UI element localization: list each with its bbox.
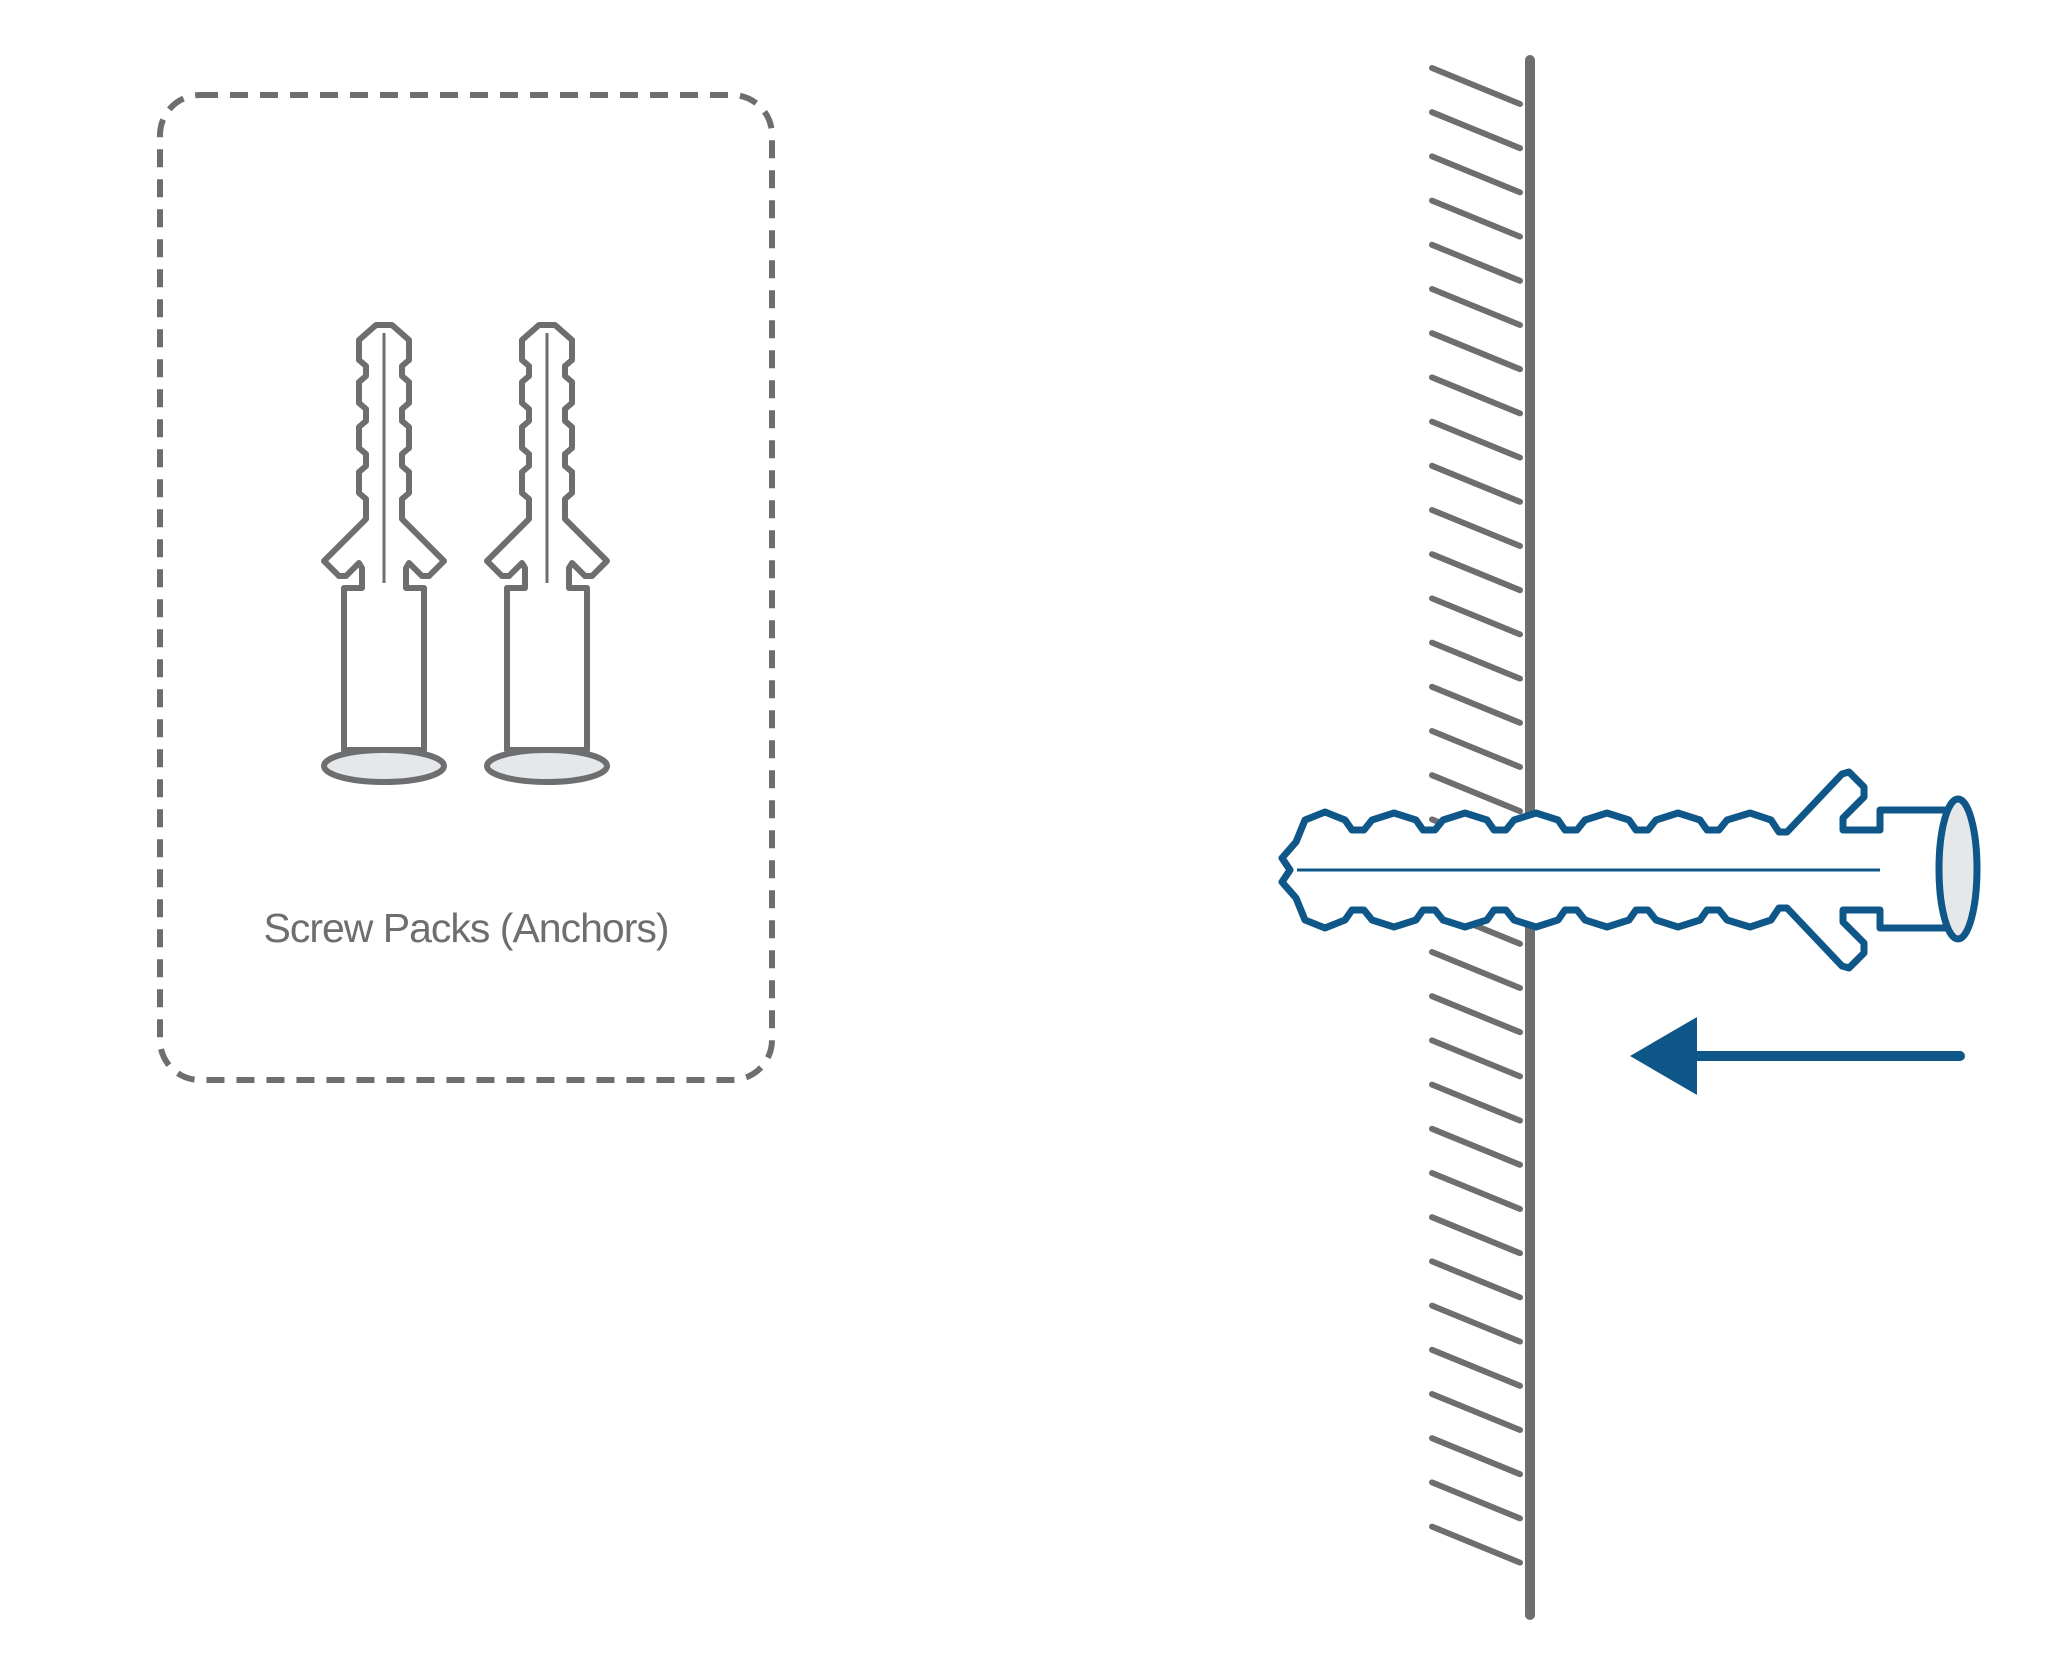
wall-hatch-line	[1429, 993, 1523, 1036]
wall-hatch-line	[1429, 1081, 1523, 1124]
wall-hatch-line	[1429, 683, 1523, 726]
wall-hatch-line	[1429, 197, 1523, 240]
wall-hatch-line	[1429, 595, 1523, 638]
wall-hatch-line	[1429, 374, 1523, 417]
wall-hatch-line	[1429, 1479, 1523, 1522]
anchor-icon-1	[324, 325, 444, 782]
wall-hatch-line	[1429, 153, 1523, 196]
wall-hatch-line	[1429, 1214, 1523, 1257]
wall-hatch-line	[1429, 1037, 1523, 1080]
anchor-flange	[1935, 795, 1981, 943]
wall-hatch-line	[1429, 728, 1523, 770]
wall-hatch-line	[1429, 551, 1523, 594]
inserted-anchor-icon	[1278, 768, 1981, 972]
wall-hatch-line	[1429, 1523, 1523, 1566]
wall-hatch-line	[1429, 1391, 1523, 1433]
wall-hatch-line	[1429, 639, 1523, 682]
wall-hatch-line	[1429, 109, 1523, 152]
arrow-left-icon	[1630, 1017, 1965, 1095]
wall-hatch-line	[1429, 1125, 1523, 1168]
wall-hatch-line	[1429, 1346, 1523, 1389]
wall-hatch-line	[1429, 286, 1523, 328]
wall-hatch-line	[1429, 462, 1523, 505]
wall-hatch-line	[1429, 1258, 1523, 1301]
wall-hatch-line	[1429, 65, 1523, 107]
wall-hatch-line	[1429, 330, 1523, 373]
wall-hatch-line	[1429, 1302, 1523, 1345]
wall-hatch-line	[1429, 1435, 1523, 1478]
wall-hatch-line	[1429, 1170, 1523, 1212]
wall-hatch-line	[1429, 418, 1523, 461]
wall-hatch-line	[1429, 507, 1523, 549]
wall-hatch-line	[1429, 241, 1523, 284]
wall-hatch-line	[1429, 772, 1523, 815]
pack-label: Screw Packs (Anchors)	[263, 905, 668, 951]
wall-hatch-line	[1429, 949, 1523, 991]
anchor-icon-2	[487, 325, 607, 782]
